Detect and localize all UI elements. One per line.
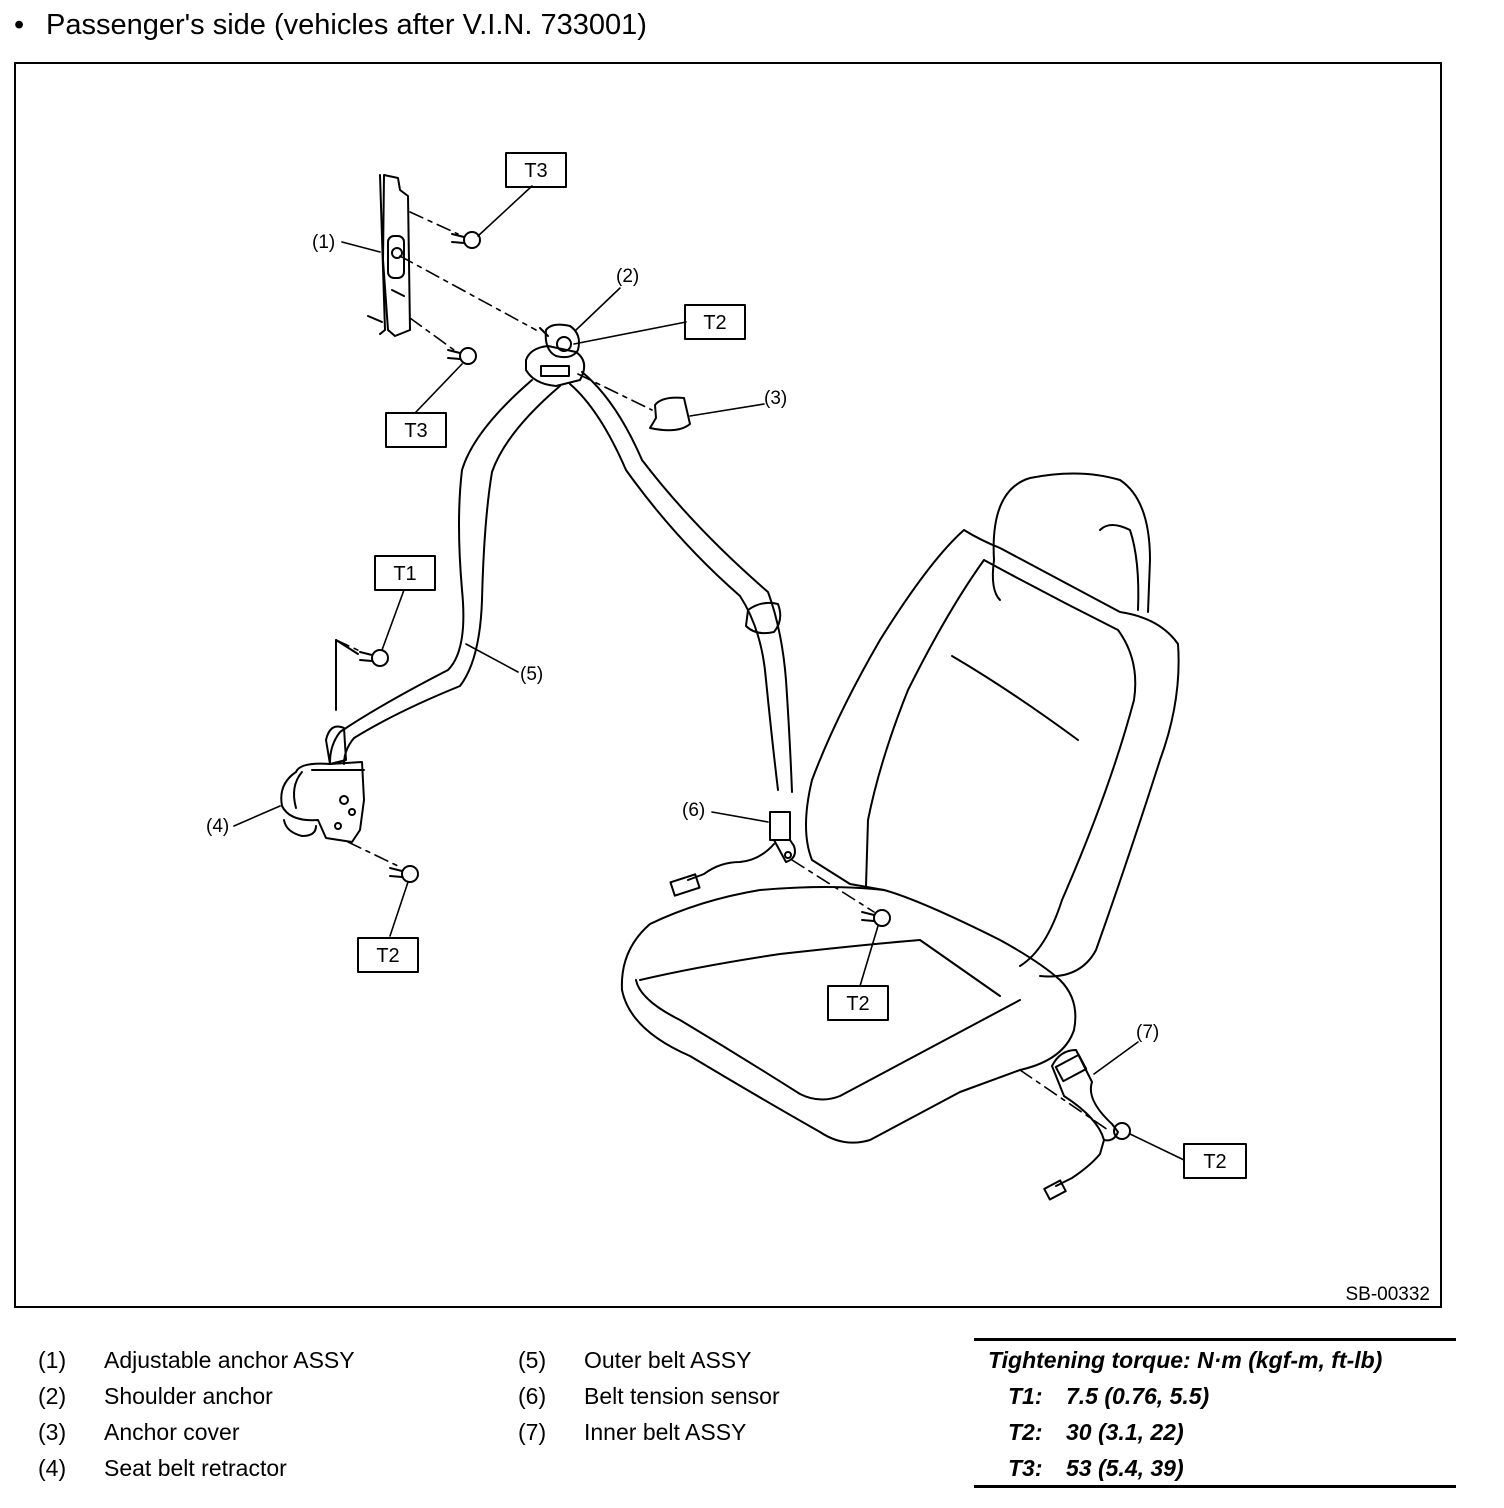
seat-belt-diagram: (1) (2) (3) (4) (5) (6) (7) T3 T3 T2 T1 … bbox=[206, 152, 1430, 1305]
callout-3: (3) bbox=[764, 388, 787, 409]
torque-value: 53 (5.4, 39) bbox=[1066, 1455, 1184, 1481]
torque-row-t3: T3: 53 (5.4, 39) bbox=[1008, 1455, 1184, 1482]
tag-t2-inner-belt: T2 bbox=[1203, 1151, 1226, 1173]
torque-row-t2: T2: 30 (3.1, 22) bbox=[1008, 1419, 1184, 1446]
callout-5: (5) bbox=[520, 664, 543, 685]
anchor-cover-drawing bbox=[649, 396, 691, 432]
legend-item-number: (3) bbox=[38, 1419, 67, 1445]
tag-t2-retractor: T2 bbox=[376, 945, 399, 967]
section-heading-text: Passenger's side (vehicles after V.I.N. … bbox=[46, 9, 647, 41]
torque-value: 30 (3.1, 22) bbox=[1066, 1419, 1184, 1445]
figure-code: SB-00332 bbox=[1345, 1284, 1430, 1305]
legend-item-label: Belt tension sensor bbox=[584, 1383, 780, 1409]
legend-item-label: Shoulder anchor bbox=[104, 1383, 273, 1409]
tag-t3-lower: T3 bbox=[404, 420, 427, 442]
callout-2: (2) bbox=[616, 266, 639, 287]
belt-tension-sensor-drawing bbox=[669, 811, 796, 897]
callout-numbers: (1) (2) (3) (4) (5) (6) (7) bbox=[206, 232, 1159, 1043]
legend-item-number: (2) bbox=[38, 1383, 67, 1409]
torque-table: Tightening torque: N·m (kgf-m, ft-lb) T1… bbox=[974, 1338, 1456, 1488]
legend-item-number: (4) bbox=[38, 1455, 67, 1481]
legend-item-label: Inner belt ASSY bbox=[584, 1419, 747, 1445]
torque-value: 7.5 (0.76, 5.5) bbox=[1066, 1383, 1210, 1409]
legend-item-number: (1) bbox=[38, 1347, 67, 1373]
bullet-icon: • bbox=[14, 9, 25, 41]
legend-item-number: (5) bbox=[518, 1347, 547, 1373]
tag-t2-sensor: T2 bbox=[846, 993, 869, 1015]
legend-item-number: (7) bbox=[518, 1419, 547, 1445]
torque-tag-boxes bbox=[357, 152, 1247, 1179]
torque-code: T1: bbox=[1008, 1383, 1043, 1409]
torque-code: T2: bbox=[1008, 1419, 1043, 1445]
bolt-shapes bbox=[359, 231, 891, 927]
assembly-dash-lines bbox=[335, 211, 1109, 1131]
callout-6: (6) bbox=[682, 800, 705, 821]
callout-1: (1) bbox=[312, 232, 335, 253]
legend-item-label: Anchor cover bbox=[104, 1419, 240, 1445]
callout-4: (4) bbox=[206, 816, 229, 837]
shoulder-anchor-drawing bbox=[525, 323, 586, 387]
torque-code: T3: bbox=[1008, 1455, 1043, 1481]
legend-item-label: Adjustable anchor ASSY bbox=[104, 1347, 355, 1373]
outer-belt-drawing bbox=[329, 371, 793, 793]
torque-table-title: Tightening torque: N·m (kgf-m, ft-lb) bbox=[988, 1347, 1383, 1373]
section-heading: • Passenger's side (vehicles after V.I.N.… bbox=[14, 6, 647, 44]
legend-item-label: Seat belt retractor bbox=[104, 1455, 287, 1481]
tag-t1-retractor: T1 bbox=[393, 563, 416, 585]
inner-belt-drawing bbox=[1043, 1049, 1131, 1201]
callout-7: (7) bbox=[1136, 1022, 1159, 1043]
seat-belt-retractor-drawing bbox=[280, 639, 365, 843]
figure-frame bbox=[14, 62, 1442, 1308]
leader-lines bbox=[233, 185, 1185, 1161]
torque-row-t1: T1: 7.5 (0.76, 5.5) bbox=[1008, 1383, 1209, 1410]
tag-t3-upper: T3 bbox=[524, 160, 547, 182]
torque-tag-labels: T3 T3 T2 T1 T2 T2 T2 bbox=[376, 160, 1226, 1173]
legend-item-label: Outer belt ASSY bbox=[584, 1347, 752, 1373]
tag-t2-shoulder: T2 bbox=[703, 312, 726, 334]
adjustable-anchor-drawing bbox=[367, 174, 411, 337]
legend-item-number: (6) bbox=[518, 1383, 547, 1409]
seat-drawing bbox=[620, 472, 1180, 1144]
